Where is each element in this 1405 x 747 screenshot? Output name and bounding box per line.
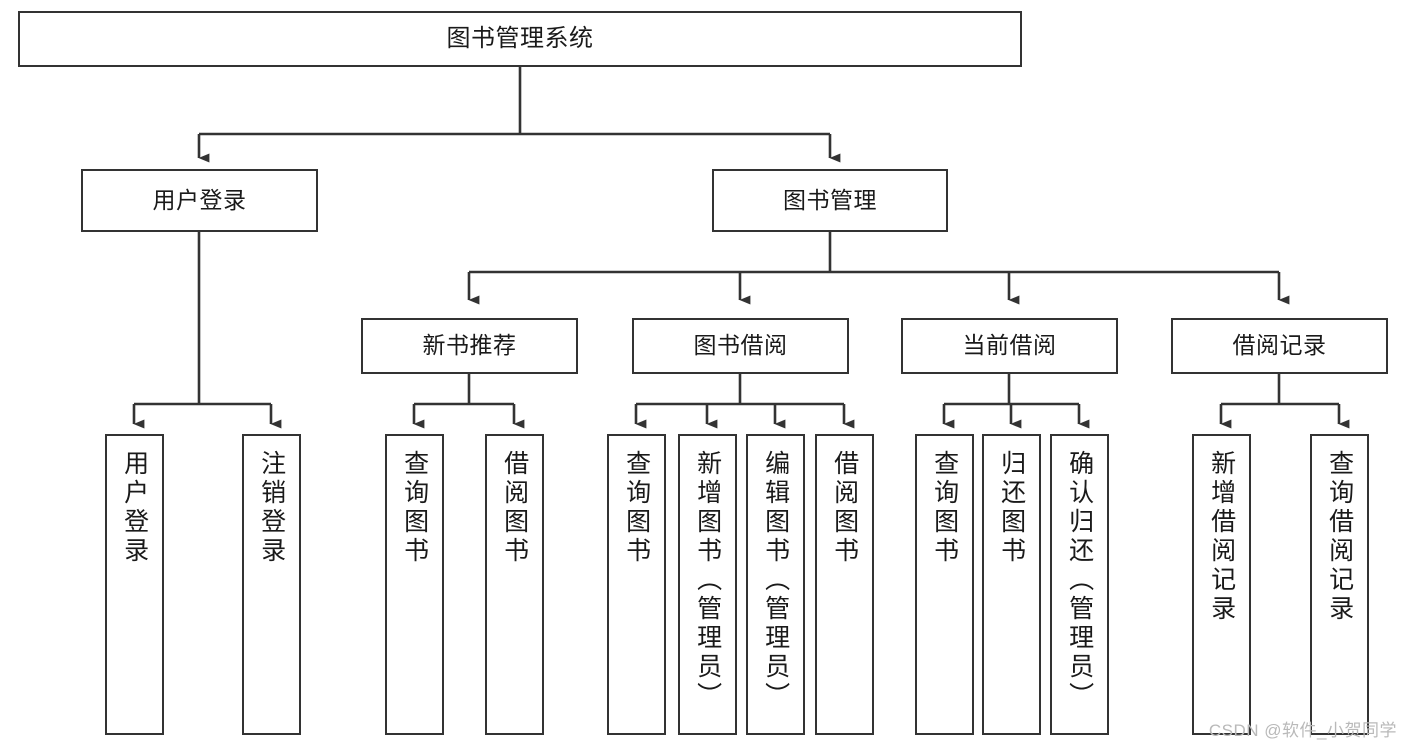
node-label: 用户登录 <box>152 186 247 213</box>
node-label: 借阅图书 <box>500 450 529 566</box>
node-label: 注销登录 <box>257 450 286 566</box>
node-label: 借阅图书 <box>830 450 859 566</box>
node-book-management[interactable]: 图书管理 <box>712 169 948 232</box>
node-label: 查询图书 <box>930 450 959 566</box>
node-user-login[interactable]: 用户登录 <box>81 169 318 232</box>
node-root-system[interactable]: 图书管理系统 <box>18 11 1022 67</box>
node-label: 当前借阅 <box>962 332 1057 359</box>
node-new-book-recommend[interactable]: 新书推荐 <box>361 318 578 374</box>
node-label: 新增借阅记录 <box>1207 450 1236 624</box>
leaf-user-login-login[interactable]: 用户登录 <box>105 434 164 735</box>
node-label: 编辑图书（管理员） <box>761 450 790 711</box>
node-current-borrow[interactable]: 当前借阅 <box>901 318 1118 374</box>
leaf-record-add-record[interactable]: 新增借阅记录 <box>1192 434 1251 735</box>
leaf-current-query-book[interactable]: 查询图书 <box>915 434 974 735</box>
leaf-current-return-book[interactable]: 归还图书 <box>982 434 1041 735</box>
node-label: 确认归还（管理员） <box>1065 450 1094 711</box>
node-label: 查询图书 <box>622 450 651 566</box>
leaf-recommend-borrow-book[interactable]: 借阅图书 <box>485 434 544 735</box>
node-label: 查询图书 <box>400 450 429 566</box>
node-book-borrow[interactable]: 图书借阅 <box>632 318 849 374</box>
leaf-borrow-edit-book-admin[interactable]: 编辑图书（管理员） <box>746 434 805 735</box>
leaf-current-confirm-return-admin[interactable]: 确认归还（管理员） <box>1050 434 1109 735</box>
node-borrow-record[interactable]: 借阅记录 <box>1171 318 1388 374</box>
leaf-borrow-query-book[interactable]: 查询图书 <box>607 434 666 735</box>
leaf-recommend-query-book[interactable]: 查询图书 <box>385 434 444 735</box>
node-label: 新书推荐 <box>422 332 517 359</box>
node-label: 借阅记录 <box>1232 332 1327 359</box>
node-label: 新增图书（管理员） <box>693 450 722 711</box>
node-label: 图书借阅 <box>693 332 788 359</box>
node-label: 归还图书 <box>997 450 1026 566</box>
node-label: 用户登录 <box>120 450 149 566</box>
node-label: 图书管理系统 <box>446 24 594 52</box>
node-label: 图书管理 <box>783 186 877 213</box>
node-label: 查询借阅记录 <box>1325 450 1354 624</box>
leaf-user-login-logout[interactable]: 注销登录 <box>242 434 301 735</box>
leaf-borrow-borrow-book[interactable]: 借阅图书 <box>815 434 874 735</box>
leaf-borrow-add-book-admin[interactable]: 新增图书（管理员） <box>678 434 737 735</box>
leaf-record-query-record[interactable]: 查询借阅记录 <box>1310 434 1369 735</box>
watermark: CSDN @软件_小贺同学 <box>1208 721 1397 740</box>
